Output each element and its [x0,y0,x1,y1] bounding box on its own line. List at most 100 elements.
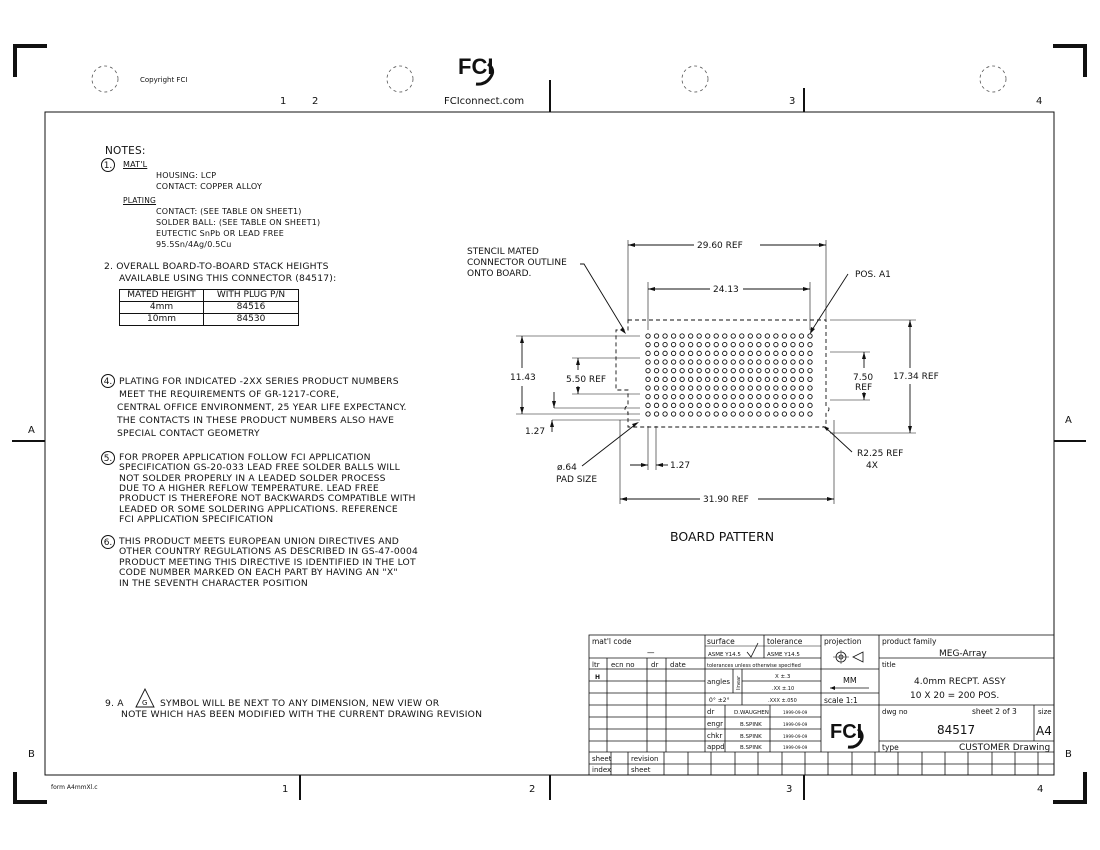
solder-pad [798,333,805,339]
appd-role: appd [707,743,725,751]
solder-pad [670,376,677,382]
dr-name: D.WAUGHEN [734,710,769,716]
solder-pad [696,342,702,348]
units-value: MM [843,676,857,685]
solder-pad [739,333,745,339]
solder-pad [645,402,651,408]
zone-top-1: 1 [280,96,286,107]
solder-pad [756,333,762,339]
solder-pad [773,342,779,348]
solder-pad [722,350,728,356]
solder-pad [713,394,719,400]
solder-pad [747,342,753,348]
zone-bottom-2: 2 [529,784,535,795]
solder-pad [645,342,651,348]
solder-pad [807,376,813,382]
solder-pad [722,394,728,400]
angles-label: angles [707,678,730,686]
dim-11-43: 11.43 [510,373,536,383]
solder-pad [679,376,685,382]
solder-pad [807,350,813,356]
solder-pad [730,394,736,400]
sheet-index-label-2: index [592,766,611,774]
board-pattern [516,240,916,504]
revision-sheet-label-2: sheet [631,766,651,774]
solder-pad [798,411,805,417]
solder-pad [764,411,771,417]
solder-pad [798,394,805,400]
solder-pad [696,402,702,408]
solder-pad [773,411,779,417]
solder-pad [756,350,762,356]
tolerance-angle: 0° ±2° [709,697,730,704]
solder-pad [730,333,736,339]
drawing-title-1: 4.0mm RECPT. ASSY [914,677,1006,687]
solder-pad [662,368,668,374]
solder-pad [645,333,651,339]
stencil-note-2: CONNECTOR OUTLINE [467,258,567,268]
solder-pad [747,376,753,382]
solder-pad [653,411,660,417]
solder-pad [773,385,779,391]
solder-pad [713,368,719,374]
solder-pad [713,402,719,408]
solder-pad [679,402,685,408]
solder-pad [722,368,728,374]
solder-pad [679,385,685,391]
size-label: size [1038,708,1052,716]
tolerance-xxx: .XXX ±.050 [768,698,797,704]
solder-pad [773,350,779,356]
fci-logo-top: FCI [458,54,495,86]
solder-pad [670,385,677,391]
rev-date-label: date [670,661,686,669]
solder-pad [670,359,677,365]
solder-pad [687,342,694,348]
svg-text:FCI: FCI [458,54,493,79]
solder-pad [807,342,813,348]
solder-pad [722,376,728,382]
zone-top-4: 4 [1036,96,1042,107]
solder-pad [670,394,677,400]
solder-pad [773,402,779,408]
appd-name: B.SPINK [740,745,762,751]
solder-pad [739,359,745,365]
solder-pad [722,359,728,365]
solder-pad [653,368,660,374]
zone-bottom-3: 3 [786,784,792,795]
solder-pad [798,402,805,408]
drawing-border [44,111,1055,776]
form-id: form A4mmXl.c [51,784,98,791]
connector-outline [615,319,830,428]
drawing-title-2: 10 X 20 = 200 POS. [910,691,999,701]
solder-pad [790,342,796,348]
ecn-label: ecn no [611,661,635,669]
solder-pad [747,385,753,391]
tolerance-label: tolerance [767,637,803,646]
solder-pad [713,411,719,417]
third-angle-projection-icon [833,650,864,664]
dim-17-34: 17.34 REF [893,372,939,382]
solder-pad [756,368,762,374]
appd-date: 1999-09-09 [783,745,808,750]
solder-pad [739,402,745,408]
zone-bottom-1: 1 [282,784,288,795]
solder-pad [705,342,711,348]
solder-pad [662,385,668,391]
chkr-date: 1999-09-09 [783,734,808,739]
rev-dr-label: dr [651,661,658,669]
solder-pad [807,411,813,417]
solder-pad [790,394,796,400]
zone-right-a: A [1065,415,1072,426]
solder-pad [670,368,677,374]
solder-pad [713,385,719,391]
pad-size-1: ø.64 [557,463,577,473]
solder-pad [756,359,762,365]
solder-pad [807,359,813,365]
surface-value: ASME Y14.5 [708,652,741,658]
solder-pad [687,359,694,365]
solder-pad [798,359,805,365]
solder-pad [790,333,796,339]
solder-pad [730,385,736,391]
solder-pad [653,359,660,365]
